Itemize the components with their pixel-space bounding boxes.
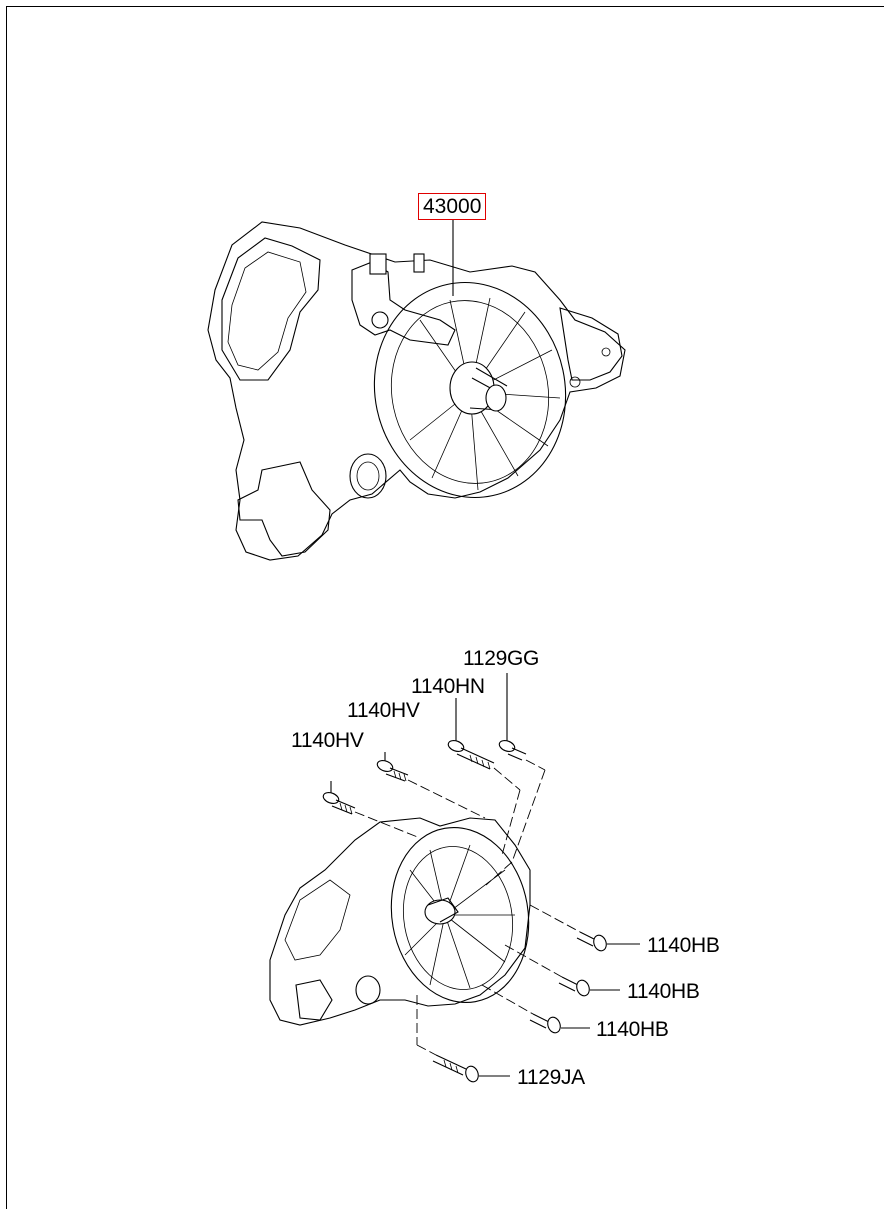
bolt-diagram-drawing [269, 673, 640, 1083]
bolt-1140hv-left [322, 781, 421, 839]
bolt-1140hb-3 [481, 984, 590, 1034]
bolt-1140hb-2 [504, 944, 620, 997]
part-label-1129gg[interactable]: 1129GG [463, 647, 540, 670]
bolt-1129gg [485, 673, 546, 886]
part-label-1129ja[interactable]: 1129JA [517, 1066, 585, 1089]
bolt-1140hn [447, 698, 521, 856]
bolt-1140hb-1 [529, 904, 640, 952]
part-label-1140hv-left[interactable]: 1140HV [291, 729, 364, 752]
bolt-1129ja [416, 995, 510, 1083]
part-label-1140hb-3[interactable]: 1140HB [596, 1018, 669, 1041]
assembly-part-number[interactable]: 43000 [418, 193, 487, 220]
part-label-1140hv-right[interactable]: 1140HV [347, 699, 420, 722]
part-label-1140hn[interactable]: 1140HN [411, 675, 485, 698]
diagram-frame [6, 6, 884, 1209]
transaxle-assembly-drawing [207, 218, 626, 561]
part-label-1140hb-2[interactable]: 1140HB [627, 980, 700, 1003]
bolt-1140hv-right [376, 752, 486, 819]
part-label-1140hb-1[interactable]: 1140HB [647, 934, 720, 957]
